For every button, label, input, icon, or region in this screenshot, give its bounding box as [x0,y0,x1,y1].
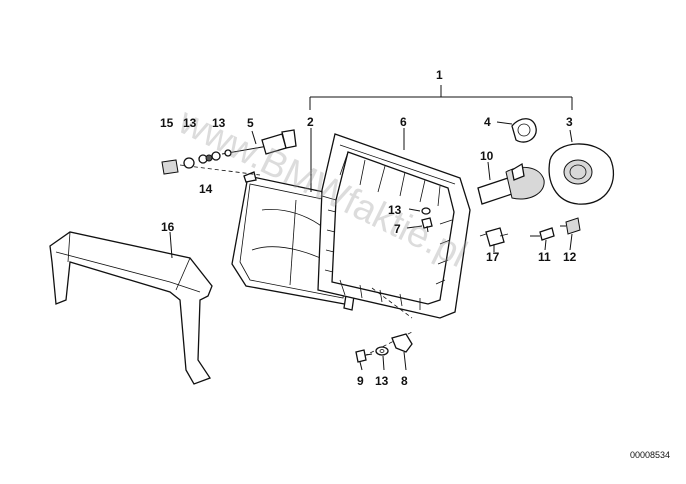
callout-14: 14 [199,182,213,196]
frame-screw-7 [421,207,433,233]
callout-11: 11 [538,250,551,264]
callout-1-bracket [309,85,573,110]
headlight-trim-cover [49,231,213,385]
callout-13-d: 13 [375,374,389,388]
callout-4: 4 [484,115,491,129]
callout-12: 12 [563,250,577,264]
callout-13-a: 13 [183,116,197,130]
callout-8: 8 [401,374,408,388]
callout-7: 7 [394,222,401,236]
bulb-assembly [477,118,615,247]
callout-3: 3 [566,115,573,129]
callout-13-b: 13 [212,116,226,130]
leader-lines [169,121,573,371]
callout-9: 9 [357,374,364,388]
callout-5: 5 [247,116,254,130]
callout-2: 2 [307,115,314,129]
callout-13-c: 13 [388,203,402,217]
callout-1: 1 [436,68,443,82]
mounting-frame [317,133,471,319]
callout-15: 15 [160,116,174,130]
diagram-part-number: 00008534 [630,450,670,460]
callout-6: 6 [400,115,407,129]
adjusting-screw-assembly [161,129,297,176]
callout-16: 16 [161,220,175,234]
lower-fastener-assembly [355,287,413,363]
callout-17: 17 [486,250,500,264]
callout-10: 10 [480,149,494,163]
